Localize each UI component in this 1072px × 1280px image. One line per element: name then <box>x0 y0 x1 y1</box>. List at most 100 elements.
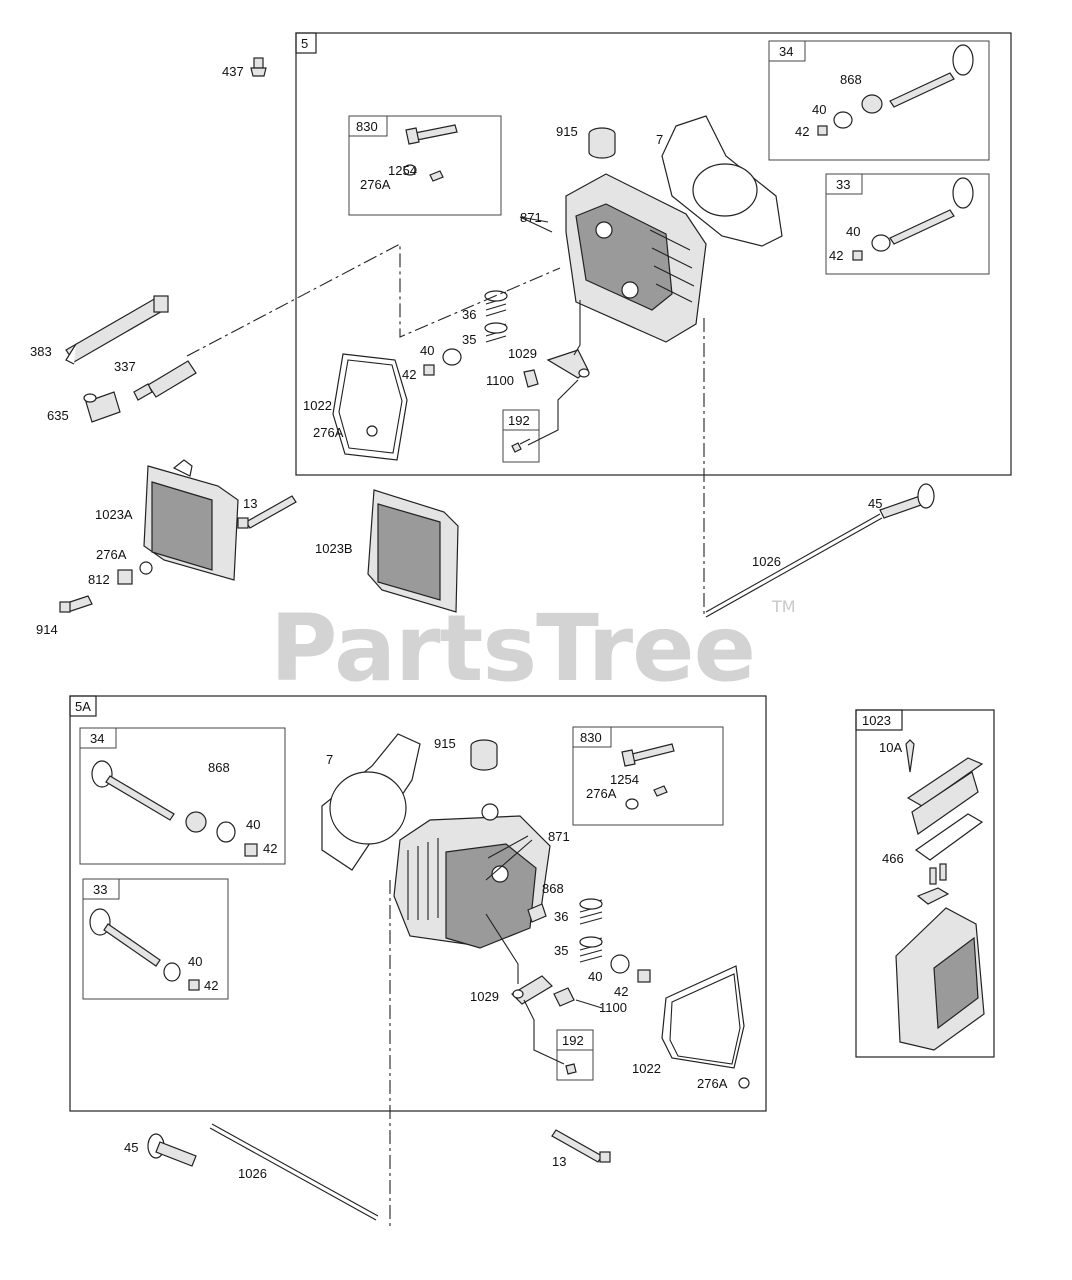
gasket-1022-lower-part <box>661 965 745 1069</box>
label-40-upper-33: 40 <box>846 224 860 239</box>
label-915-lower: 915 <box>434 736 456 751</box>
label-42-upper: 42 <box>402 367 416 382</box>
label-1029-upper: 1029 <box>508 346 537 361</box>
label-812: 812 <box>88 572 110 587</box>
group-34-lower-tag <box>79 727 117 749</box>
group-5-label: 5 <box>301 36 308 51</box>
pivot-1100-lower-part <box>553 987 575 1007</box>
label-7-upper: 7 <box>656 132 663 147</box>
label-10A: 10A <box>879 740 902 755</box>
label-13-lower: 13 <box>552 1154 566 1169</box>
label-1023A: 1023A <box>95 507 133 522</box>
lifter-45-upper-part <box>879 483 935 519</box>
label-1026-lower: 1026 <box>238 1166 267 1181</box>
leader-192-lower <box>523 999 565 1065</box>
cover-1023-exploded-part <box>895 739 985 1051</box>
label-437: 437 <box>222 64 244 79</box>
label-1254-lower: 1254 <box>610 772 639 787</box>
label-1029-lower: 1029 <box>470 989 499 1004</box>
label-466: 466 <box>882 851 904 866</box>
group-34-upper-label: 34 <box>779 44 793 59</box>
valve-34-lower-part <box>91 760 258 857</box>
screw-192-lower-part <box>565 1063 577 1075</box>
label-42-upper-33: 42 <box>829 248 843 263</box>
group-1023-frame <box>855 709 995 1058</box>
group-192-lower-label: 192 <box>562 1033 584 1048</box>
spring-35-lower-part <box>579 936 603 963</box>
stud-830-lower-part <box>621 743 675 810</box>
group-5-frame <box>295 32 1012 476</box>
spark-plug-337-part <box>133 360 197 401</box>
label-915-upper: 915 <box>556 124 578 139</box>
gasket-1022-upper-part <box>332 353 408 461</box>
keeper-42-lower-part <box>637 969 651 983</box>
label-635: 635 <box>47 408 69 423</box>
tool-383-part <box>65 295 169 365</box>
cover-1023A-part <box>143 459 239 581</box>
label-36-lower: 36 <box>554 909 568 924</box>
keeper-42-upper-part <box>423 364 435 376</box>
label-42-upper-34: 42 <box>795 124 809 139</box>
group-5A-frame <box>69 695 767 1112</box>
label-42-lower: 42 <box>614 984 628 999</box>
label-276A-upper-left: 276A <box>96 547 127 562</box>
label-871-upper: 871 <box>520 210 542 225</box>
leader-1100-lower <box>575 999 603 1009</box>
group-33-upper-tag <box>825 173 863 195</box>
bolt-437-part <box>250 57 267 77</box>
group-34-upper-tag <box>768 40 806 62</box>
spring-36-lower-part <box>579 898 603 925</box>
watermark-trademark: TM <box>771 597 796 616</box>
group-5-tag <box>295 32 317 54</box>
retainer-40-upper-part <box>442 348 462 366</box>
group-5A-tag <box>69 695 97 717</box>
seal-915-upper-part <box>588 127 616 159</box>
label-7-lower: 7 <box>326 752 333 767</box>
label-1023B: 1023B <box>315 541 353 556</box>
washer-276A-upper-left-part <box>139 561 153 575</box>
stud-830-upper-part <box>403 124 458 182</box>
group-830-lower-tag <box>572 726 612 748</box>
group-33-upper-label: 33 <box>836 177 850 192</box>
group-33-lower-tag <box>82 878 120 900</box>
label-276A-lower-gasket: 276A <box>697 1076 728 1091</box>
spring-36-upper-part <box>484 290 508 317</box>
label-45-lower: 45 <box>124 1140 138 1155</box>
gasket-7-lower-part <box>321 733 421 871</box>
label-35-lower: 35 <box>554 943 568 958</box>
label-1022-lower: 1022 <box>632 1061 661 1076</box>
washer-276A-upper-part <box>366 425 378 437</box>
pushrod-1026-upper-part <box>705 513 883 618</box>
label-868-lower-34: 868 <box>208 760 230 775</box>
label-276A-upper-gasket: 276A <box>313 425 344 440</box>
leader-rocker-upper <box>573 300 581 356</box>
pivot-1100-upper-part <box>523 369 539 388</box>
label-40-lower: 40 <box>588 969 602 984</box>
label-1100-upper: 1100 <box>486 373 514 388</box>
label-1254-upper: 1254 <box>388 163 417 178</box>
valve-33-lower-part <box>89 908 200 991</box>
label-42-lower-34: 42 <box>263 841 277 856</box>
group-830-upper-frame <box>348 115 502 216</box>
label-40-upper-34: 40 <box>812 102 826 117</box>
screw-192-upper-part <box>511 438 531 453</box>
spring-35-upper-part <box>484 322 508 343</box>
label-337: 337 <box>114 359 136 374</box>
bolt-13-upper-part <box>237 495 297 529</box>
group-830-lower-frame <box>572 726 724 826</box>
label-40-lower-34: 40 <box>246 817 260 832</box>
label-45-upper: 45 <box>868 496 882 511</box>
label-1022-upper: 1022 <box>303 398 332 413</box>
cover-1023B-part <box>367 489 459 613</box>
label-35-upper: 35 <box>462 332 476 347</box>
label-40-upper: 40 <box>420 343 434 358</box>
group-33-lower-frame <box>82 878 229 1000</box>
seal-915-lower-part <box>470 739 498 771</box>
group-830-upper-tag <box>348 115 388 137</box>
group-5A-label: 5A <box>75 699 91 714</box>
washer-276A-lower-gasket-part <box>738 1077 750 1089</box>
label-1026-upper: 1026 <box>752 554 781 569</box>
group-33-lower-label: 33 <box>93 882 107 897</box>
group-192-upper-tag <box>502 409 540 431</box>
